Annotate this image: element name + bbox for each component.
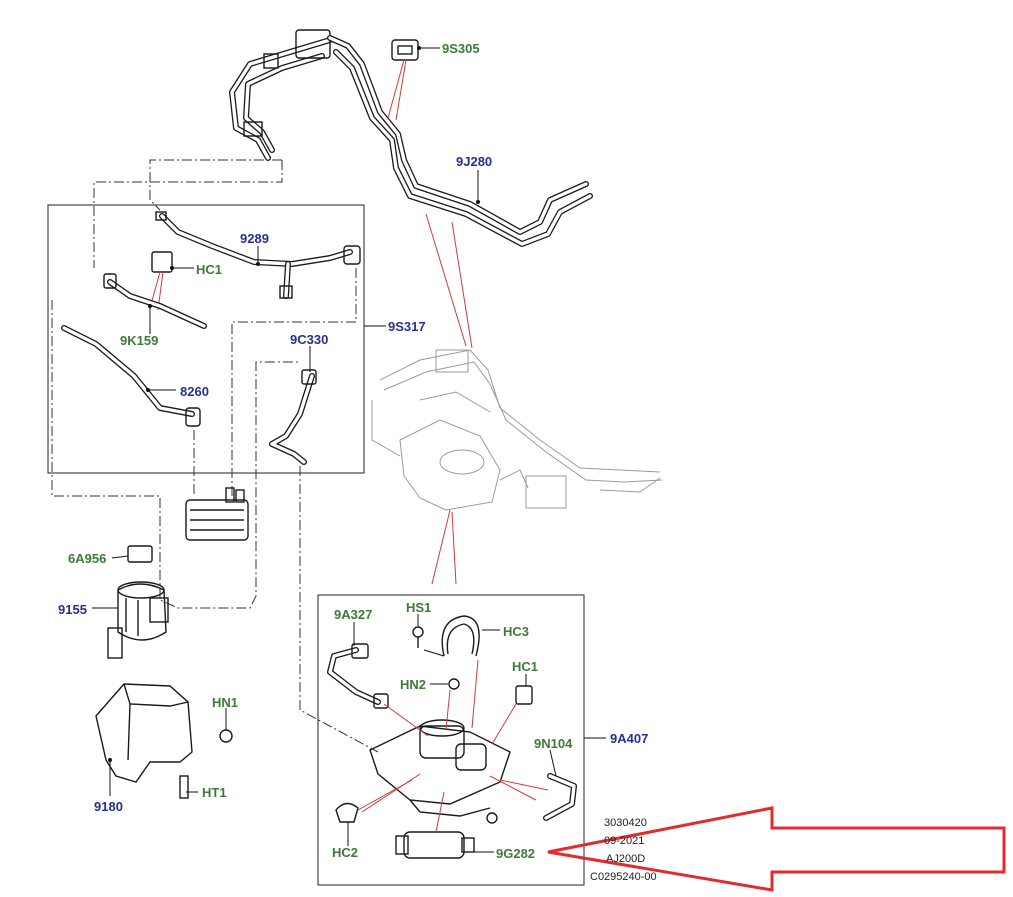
connector-9S305 (391, 39, 419, 61)
label-6A956: 6A956 (68, 551, 106, 566)
label-HN1: HN1 (212, 695, 238, 710)
clamp-HC3 (441, 615, 480, 657)
clip-HC2 (335, 802, 359, 823)
label-9C330: 9C330 (290, 332, 328, 347)
highlight-arrow (547, 806, 1006, 892)
kit-box-9S317 (47, 204, 365, 474)
nut-HN2 (448, 678, 460, 690)
ref-line-1: 3030420 (604, 817, 647, 829)
label-9A327: 9A327 (334, 607, 372, 622)
upper-fuel-line-assembly (229, 29, 333, 161)
hose-9A327 (327, 643, 389, 709)
kit-box-9A407 (317, 594, 585, 886)
hose-9K159 (103, 273, 207, 329)
label-HC3: HC3 (503, 624, 529, 639)
label-9180: 9180 (94, 799, 123, 814)
label-HC1-upper: HC1 (196, 262, 222, 277)
label-9G282: 9G282 (496, 846, 535, 861)
label-HT1: HT1 (202, 785, 227, 800)
stud-HT1 (179, 775, 189, 799)
hose-8260 (61, 325, 201, 427)
nut-HN1 (219, 729, 233, 743)
engine-fuel-assembly-ghost (371, 349, 663, 511)
label-8260: 8260 (180, 384, 209, 399)
fuel-pump-9G282 (395, 831, 475, 859)
ref-line-3: AJ200D (606, 853, 645, 865)
label-9S305: 9S305 (442, 41, 480, 56)
label-9J280: 9J280 (456, 154, 492, 169)
pad-6A956 (127, 545, 153, 563)
label-HN2: HN2 (400, 677, 426, 692)
hose-9N104 (543, 773, 577, 821)
clip-HC1-upper (151, 251, 173, 273)
label-9155: 9155 (58, 602, 87, 617)
label-9289: 9289 (240, 231, 269, 246)
label-9N104: 9N104 (534, 736, 573, 751)
label-9K159: 9K159 (120, 333, 158, 348)
label-9S317: 9S317 (388, 319, 426, 334)
clip-HC1-lower (515, 685, 533, 705)
ref-line-2: 09-2021 (604, 835, 644, 847)
fuel-pump-assembly (369, 719, 511, 824)
label-HC2: HC2 (332, 845, 358, 860)
label-9A407: 9A407 (610, 731, 648, 746)
hose-9C330 (269, 369, 317, 465)
fuel-line-9J280 (327, 35, 593, 247)
fuel-filter-9155 (107, 581, 169, 659)
ref-line-4: C0295240-00 (590, 871, 657, 883)
label-HC1-lower: HC1 (512, 659, 538, 674)
label-HS1: HS1 (406, 600, 431, 615)
hose-9289 (155, 211, 361, 299)
heat-shield-9180 (95, 683, 193, 783)
fuel-cooler (185, 487, 249, 541)
screw-HS1 (412, 626, 424, 648)
